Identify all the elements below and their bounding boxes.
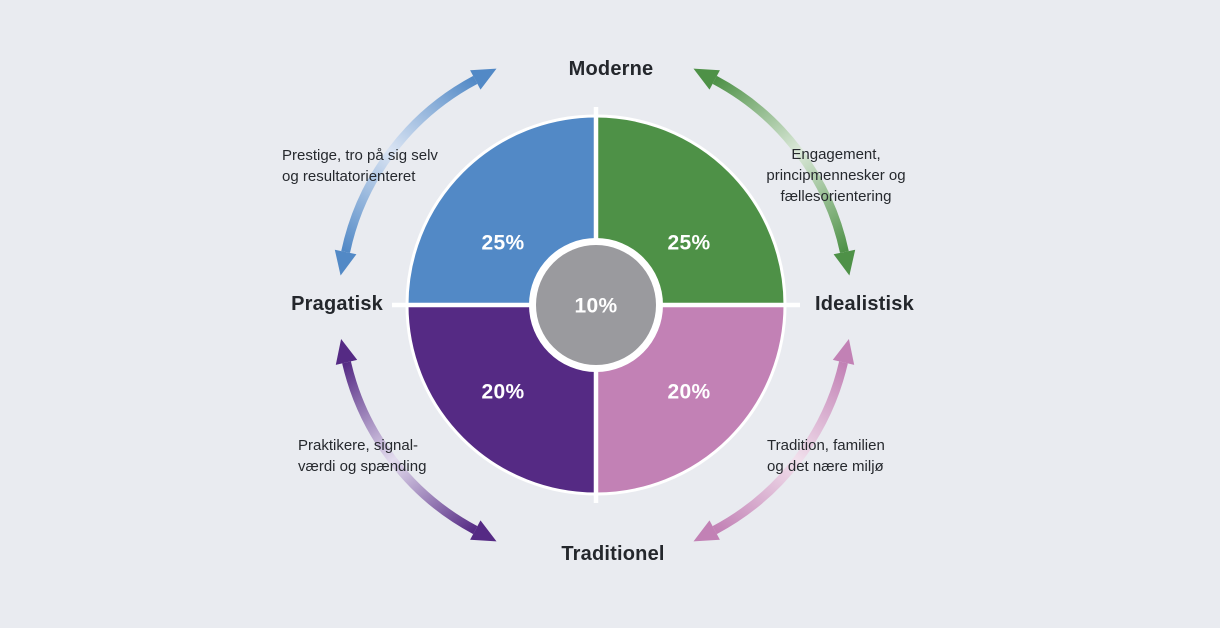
arrow-bottom-left [335,339,497,542]
axis-label-pragatisk: Pragatisk [291,293,383,315]
annotation-top-left: Prestige, tro på sig selv og resultatori… [282,145,438,187]
annotation-line: og resultatorienteret [282,168,416,185]
pct-bottom-right: 20% [668,381,711,404]
arrowhead-icon [470,68,497,90]
annotation-line: værdi og spænding [298,458,427,475]
arrowhead-icon [693,520,720,542]
arrow-bottom-right [693,339,855,542]
annotation-line: principmennesker og [766,167,906,184]
pct-top-right: 25% [668,232,711,255]
arrowhead-icon [334,249,357,276]
arrowhead-icon [335,339,358,365]
annotation-line: Prestige, tro på sig selv [282,147,438,164]
annotation-line: og det nære miljø [767,458,884,475]
axis-label-traditionel: Traditionel [561,543,665,565]
annotation-top-right: Engagement, principmennesker og fællesor… [706,144,966,207]
annotation-line: Praktikere, signal- [298,437,419,454]
arrow-top-right [693,68,856,276]
pct-bottom-left: 20% [482,381,525,404]
annotation-bottom-right: Tradition, familien og det nære miljø [767,435,885,477]
arrowhead-icon [832,339,855,365]
pct-top-left: 25% [482,232,525,255]
annotation-line: Tradition, familien [767,437,885,454]
arrow-top-left [334,68,497,276]
axis-label-moderne: Moderne [568,58,654,80]
arrowhead-icon [693,68,720,90]
arrowhead-icon [470,520,497,542]
axis-label-idealistisk: Idealistisk [815,293,914,315]
annotation-bottom-left: Praktikere, signal- værdi og spænding [298,435,426,477]
arrowhead-icon [833,249,856,276]
center-disc [536,245,656,365]
annotation-line: fællesorientering [780,188,892,205]
pct-center: 10% [575,295,618,318]
annotation-line: Engagement, [791,146,881,163]
